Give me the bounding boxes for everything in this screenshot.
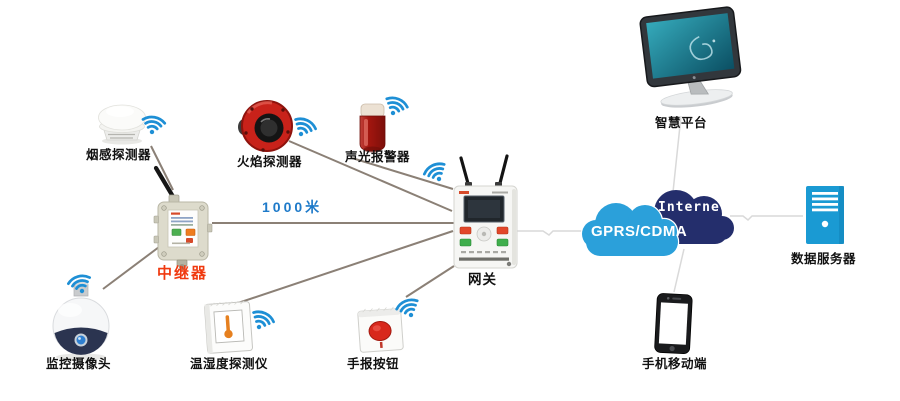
wifi-icon-flame [288,114,319,143]
surveillance-camera [52,281,110,361]
link-gateway-gprs [516,230,589,236]
link-internet-server [730,215,803,222]
link-alarm-gateway [351,157,454,190]
internet-cloud-label: Internet [658,200,729,215]
flame-detector [238,100,293,152]
data-server [806,186,844,244]
manual-button-label: 手报按钮 [347,357,400,371]
gprs-cloud-label: GPRS/CDMA [591,223,688,240]
flame-detector-label: 火焰探测器 [237,155,303,169]
smart-platform-label: 智慧平台 [655,116,708,130]
gateway-device [453,154,518,269]
temp-humidity-sensor [204,300,253,354]
smoke-detector-label: 烟感探测器 [86,148,152,162]
temp-humidity-label: 温湿度探测仪 [190,357,269,371]
link-camera-repeater [102,246,160,290]
link-temp-gateway [237,230,454,304]
device-links [102,140,455,304]
wifi-icon-gateway [421,159,452,188]
repeater-label: 中继器 [157,265,209,282]
link-flame-gateway [288,140,453,212]
gprs-cloud [580,201,680,258]
link-smoke-repeater [150,145,174,191]
smart-platform-monitor [639,6,742,108]
mobile-phone-label: 手机移动端 [642,357,708,371]
data-server-label: 数据服务器 [791,252,857,266]
gateway-antenna-right [497,154,509,189]
camera-label: 监控摄像头 [46,357,112,371]
repeater-device [153,165,213,270]
manual-alarm-button [357,306,404,353]
sound-light-alarm [359,103,386,153]
gateway-label: 网关 [468,272,497,287]
mobile-phone [654,293,693,355]
link-internet-phone [673,248,685,293]
distance-annotation: 1000米 [262,199,323,215]
wifi-icon-alarm [380,93,411,121]
wifi-icon-temp [246,307,277,336]
link-internet-platform [672,115,682,193]
smoke-detector [98,104,146,145]
sound-light-alarm-label: 声光报警器 [345,150,411,164]
network-links [516,115,803,293]
link-button-gateway [405,265,455,298]
